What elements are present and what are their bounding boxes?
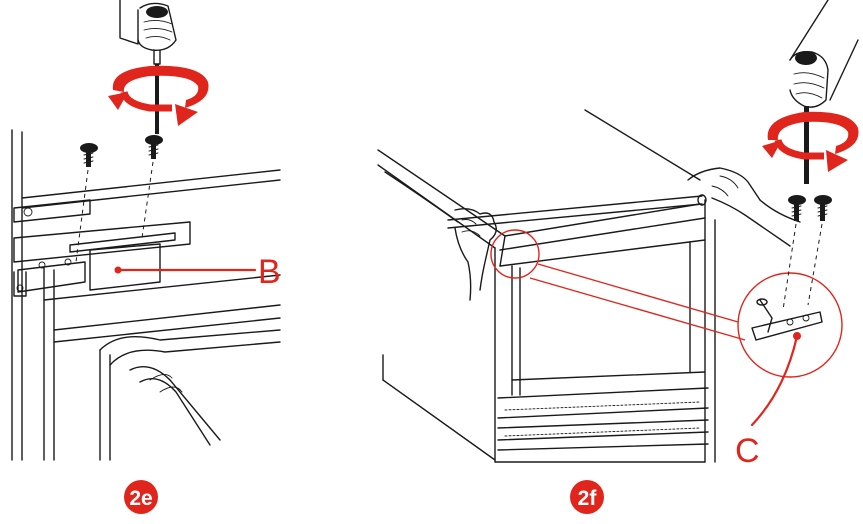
step-badge-2f: 2f — [570, 480, 604, 514]
screw-icon — [788, 195, 806, 221]
cabinet-frame-left — [11, 129, 281, 461]
screw-icon — [145, 135, 163, 159]
step-number-2f: 2f — [578, 487, 598, 510]
hinge-bracket — [13, 199, 191, 297]
screw-icon — [814, 195, 832, 221]
step-number-2e: 2e — [129, 487, 152, 510]
screwdriver-icon — [119, 0, 177, 134]
top-rail — [447, 194, 707, 229]
panel-2e: B 2e — [11, 0, 281, 514]
panel-2f: C 2f — [377, 0, 859, 514]
refrigerator-cabinet — [377, 109, 716, 463]
screwdriver-icon — [789, 0, 859, 184]
hand-icon — [384, 171, 497, 301]
callout-label-b: B — [258, 253, 281, 291]
rotate-arrow-icon — [108, 65, 209, 126]
rotate-arrow-icon — [762, 111, 859, 172]
screw-icon — [80, 143, 98, 167]
callout-label-c: C — [735, 432, 760, 470]
step-badge-2e: 2e — [124, 480, 158, 514]
hinge-part-c — [751, 298, 823, 341]
